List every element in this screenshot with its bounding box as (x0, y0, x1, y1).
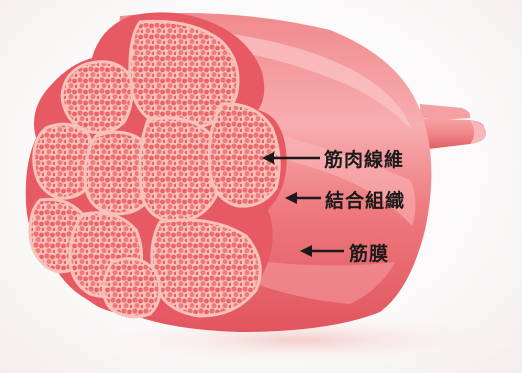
arrow-muscle-membrane (300, 243, 346, 259)
cross-section (26, 12, 287, 321)
fascicle (62, 62, 132, 133)
label-muscle-membrane: 筋膜 (349, 239, 389, 266)
label-connective-tissue: 結合組織 (325, 186, 405, 213)
label-muscle-fiber: 筋肉線維 (324, 145, 404, 172)
arrow-connective-tissue (285, 190, 323, 206)
fascicle (152, 220, 260, 316)
arrow-muscle-fiber (262, 150, 322, 166)
fascicle (140, 118, 220, 222)
fascicle (103, 259, 159, 317)
